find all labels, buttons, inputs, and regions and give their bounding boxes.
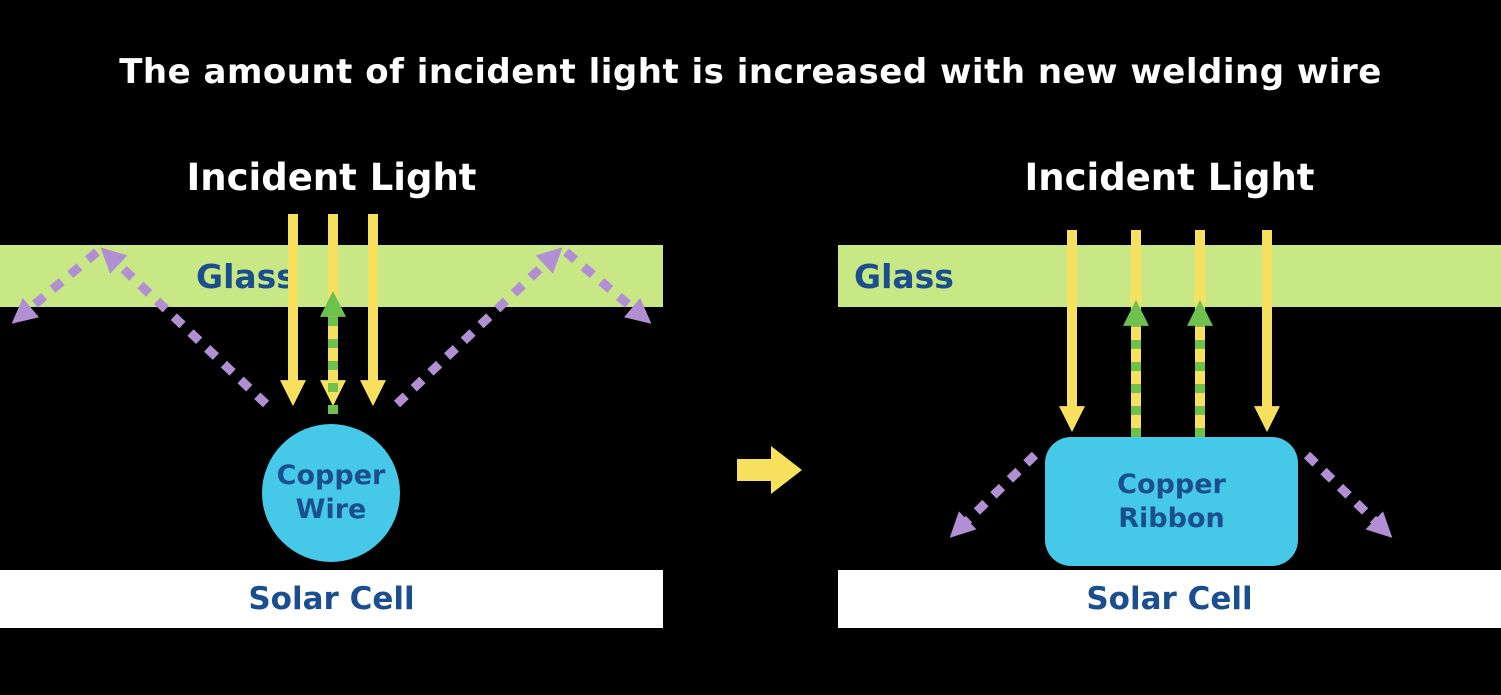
redirected-light-arrow (949, 451, 1039, 538)
copper-ribbon-label-line1: Copper (1117, 468, 1226, 500)
left-glass-label: Glass (196, 256, 296, 296)
right-reflected-light-arrows (1123, 299, 1213, 437)
redirected-light-arrow (1303, 451, 1393, 538)
copper-ribbon-label-line2: Ribbon (1118, 502, 1225, 534)
right-solar-cell-label: Solar Cell (1086, 581, 1253, 617)
transition-arrow-icon (737, 446, 802, 494)
copper-wire-shape: Copper Wire (262, 424, 400, 562)
left-incident-light-label: Incident Light (186, 156, 477, 199)
copper-wire-label-line2: Wire (295, 494, 367, 525)
right-incident-light-label: Incident Light (1024, 156, 1315, 199)
right-glass-bar: Glass (838, 245, 1501, 307)
copper-ribbon-shape: Copper Ribbon (1045, 437, 1298, 566)
left-solar-cell-bar: Solar Cell (0, 570, 663, 628)
diagram-title: The amount of incident light is increase… (119, 52, 1382, 92)
right-solar-cell-bar: Solar Cell (838, 570, 1501, 628)
left-glass-bar: Glass (0, 245, 663, 307)
right-glass-label: Glass (854, 256, 954, 296)
copper-wire-label-line1: Copper (276, 460, 386, 491)
left-solar-cell-label: Solar Cell (248, 581, 415, 617)
